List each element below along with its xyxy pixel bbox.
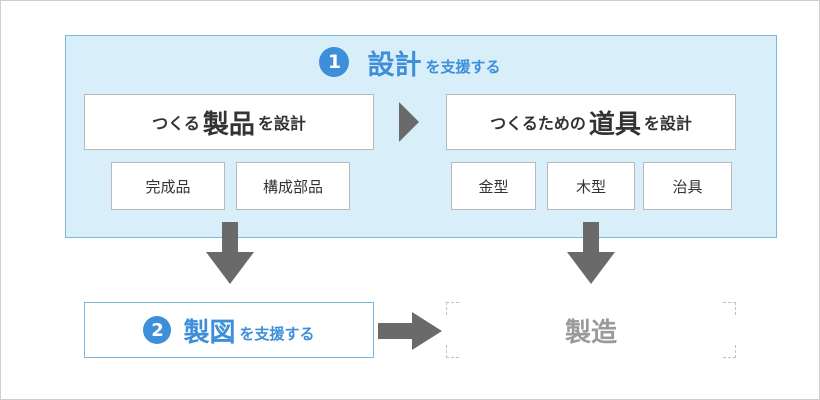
manufacturing-box: 製造 — [446, 302, 736, 358]
tooling-design-box: つくるための 道具 を設計 — [446, 94, 736, 150]
dashed-corner — [723, 345, 736, 358]
drawing-support-box: 2 製図 を支援する — [84, 302, 374, 358]
tooling-design-suffix: を設計 — [643, 114, 692, 133]
product-design-box: つくる 製品 を設計 — [84, 94, 374, 150]
manufacturing-label: 製造 — [564, 317, 617, 348]
product-item-components: 構成部品 — [236, 162, 350, 210]
right-arrow-icon — [378, 312, 442, 350]
down-arrow-icon — [206, 222, 254, 284]
dashed-corner — [446, 302, 459, 315]
product-item-finished: 完成品 — [111, 162, 225, 210]
tooling-item-mold: 金型 — [451, 162, 536, 210]
tooling-item-pattern: 木型 — [547, 162, 635, 210]
design-support-title: 1 設計 を支援する — [0, 40, 820, 84]
tooling-design-emphasis: 道具 — [588, 109, 641, 140]
tooling-design-prefix: つくるための — [490, 114, 586, 133]
dashed-corner — [723, 302, 736, 315]
step-number-badge: 1 — [319, 47, 350, 77]
drawing-title-main: 製図 — [183, 317, 236, 348]
down-arrow-icon — [567, 222, 615, 284]
design-title-main: 設計 — [367, 49, 422, 81]
product-design-emphasis: 製品 — [202, 109, 255, 140]
product-design-suffix: を設計 — [257, 114, 306, 133]
design-title-sub: を支援する — [425, 57, 501, 76]
step-number-badge: 2 — [143, 316, 172, 344]
drawing-title-sub: を支援する — [239, 324, 315, 343]
right-triangle-arrow-icon — [399, 102, 419, 142]
product-design-prefix: つくる — [152, 114, 200, 133]
dashed-corner — [446, 345, 459, 358]
tooling-item-jig: 治具 — [643, 162, 732, 210]
